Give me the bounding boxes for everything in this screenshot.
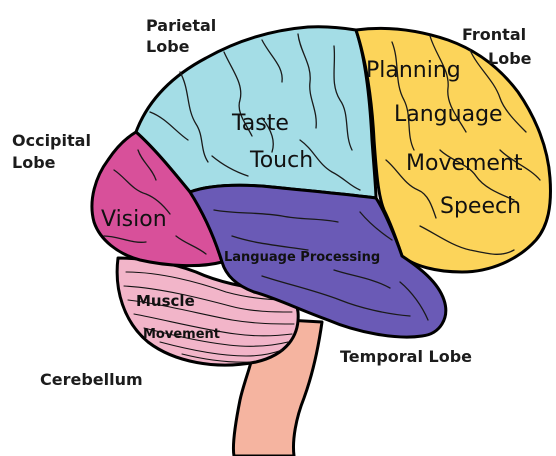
occipital-function-vision: Vision (101, 207, 167, 232)
cerebellum-label: Cerebellum (40, 370, 143, 389)
parietal-lobe-label: Parietal (146, 16, 216, 35)
occipital-lobe-label-2: Lobe (12, 153, 56, 172)
frontal-lobe-label: Frontal (462, 25, 526, 44)
temporal-lobe-label: Temporal Lobe (340, 347, 472, 366)
parietal-function-touch: Touch (249, 148, 313, 173)
temporal-function-language-processing: Language Processing (224, 250, 380, 265)
frontal-function-planning: Planning (366, 58, 461, 83)
parietal-lobe-label-2: Lobe (146, 37, 190, 56)
frontal-function-movement: Movement (406, 151, 523, 176)
cerebellum-function-movement: Movement (143, 327, 220, 342)
frontal-function-speech: Speech (440, 194, 521, 219)
cerebellum-function-muscle: Muscle (136, 292, 195, 310)
occipital-lobe-label: Occipital (12, 131, 91, 150)
parietal-function-taste: Taste (231, 111, 289, 136)
frontal-lobe-label-2: Lobe (488, 49, 532, 68)
frontal-function-language: Language (394, 102, 503, 127)
